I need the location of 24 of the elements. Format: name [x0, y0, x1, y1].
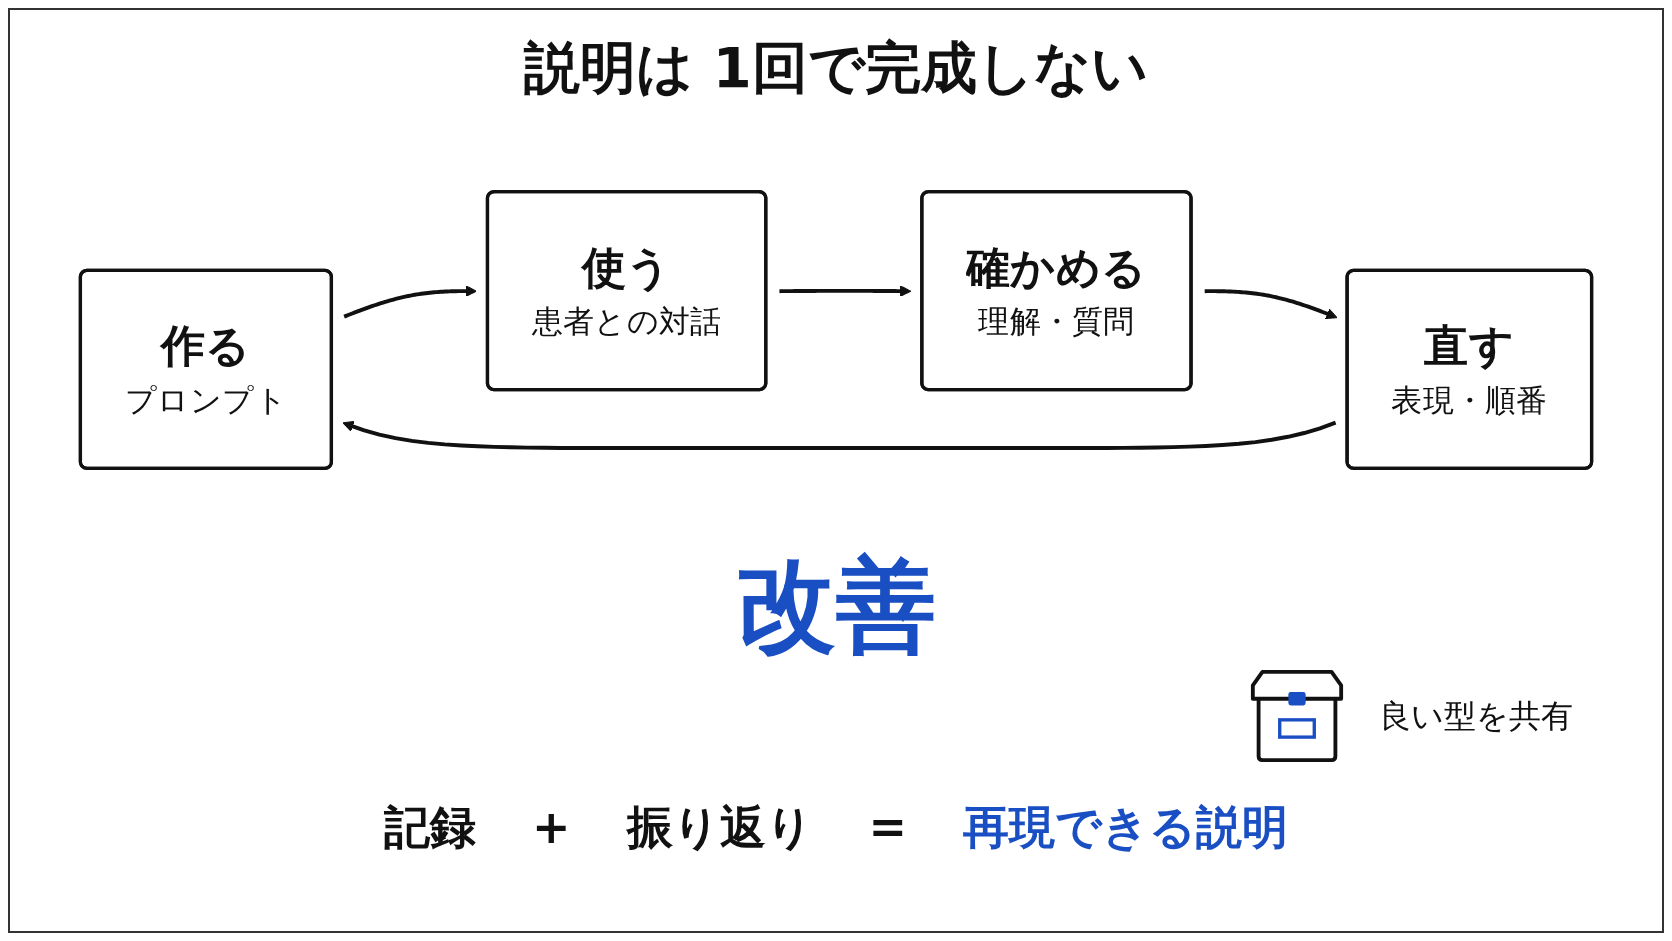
equation-term: 振り返り — [626, 800, 813, 856]
arrow — [342, 420, 1337, 450]
equation-term: 記録 — [383, 800, 476, 856]
node-text: 表現・順番 — [1391, 382, 1548, 420]
node-text: 理解・質問 — [978, 303, 1135, 341]
node-title: 確かめる — [966, 241, 1147, 294]
arrow — [1204, 289, 1338, 320]
node-title: 作る — [161, 319, 251, 372]
arrow — [779, 285, 912, 297]
plus-sign: + — [531, 800, 571, 856]
node-title: 直す — [1424, 319, 1515, 372]
process-box — [485, 190, 768, 392]
node-text: プロンプト — [124, 382, 288, 420]
equation-result: 再現できる説明 — [963, 800, 1289, 856]
center-text: 改善 — [736, 548, 936, 663]
node-text: 患者との対話 — [531, 303, 722, 341]
note-text: 良い型を共有 — [1379, 696, 1573, 736]
arrow — [343, 285, 477, 319]
process-box — [78, 268, 334, 470]
equals-sign: = — [868, 800, 908, 856]
diagram-title: 説明は 1回で完成しない — [524, 34, 1148, 102]
process-box — [1345, 268, 1594, 470]
process-box — [920, 190, 1193, 392]
node-title: 使う — [581, 241, 672, 294]
